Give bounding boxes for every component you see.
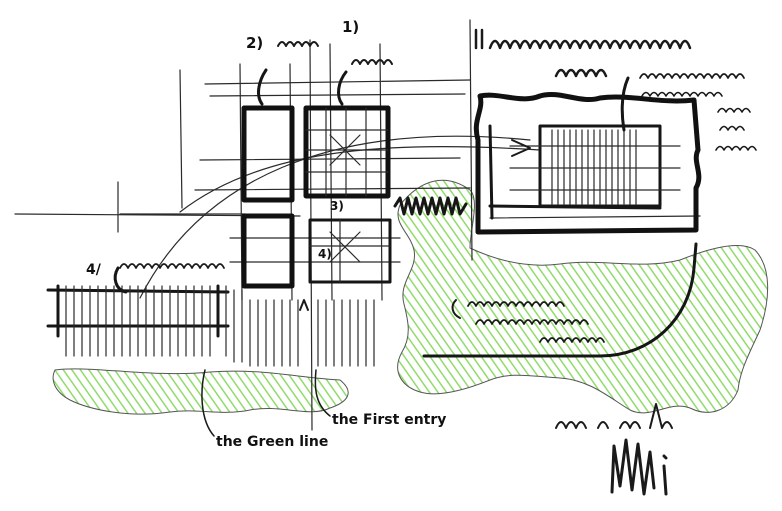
hatch-lines <box>551 129 637 205</box>
green-zone-right <box>397 179 769 414</box>
label-leaders <box>201 369 331 437</box>
green-zone-bottom-left <box>52 368 349 415</box>
annotation-green-line: the Green line <box>216 434 328 450</box>
room-grid <box>241 68 392 289</box>
annotation-a: 4/ <box>86 262 102 278</box>
annotation-1: 1) <box>342 18 359 36</box>
curved-boundary <box>422 242 698 358</box>
zigzag-connector <box>393 196 468 216</box>
annotation-3: 3) <box>330 199 344 213</box>
annotations: 2) 1) 3) 4) 4/ the Green line the First … <box>86 18 446 450</box>
annotation-4: 4) <box>318 247 332 261</box>
annotation-first-entry: the First entry <box>332 412 446 428</box>
fence-hatch <box>46 266 375 367</box>
signature-mark <box>610 438 668 496</box>
right-building <box>473 76 702 235</box>
annotation-2: 2) <box>246 34 263 52</box>
scribbles <box>119 28 757 429</box>
